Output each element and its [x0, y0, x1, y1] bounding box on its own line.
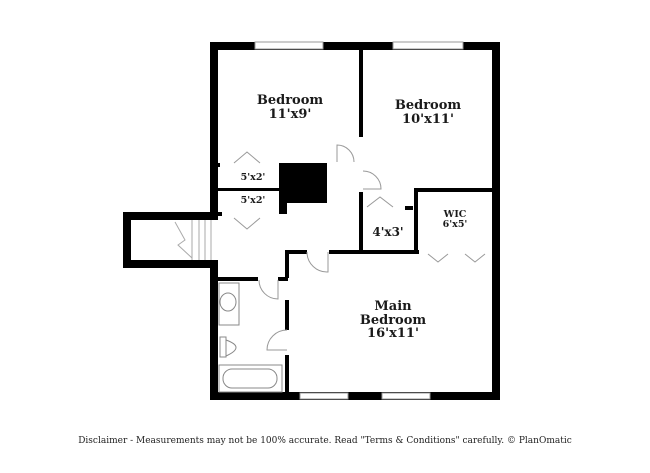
interior-walls — [210, 42, 500, 400]
disclaimer-text: Disclaimer - Measurements may not be 100… — [78, 436, 572, 446]
room-label-main-bedroom: Main Bedroom 16'x11' — [343, 300, 443, 341]
room-dims: 16'x11' — [367, 326, 419, 342]
room-label-closet-3: 4'x3' — [362, 226, 414, 239]
room-name: Bedroom — [394, 98, 462, 113]
room-name: Bedroom — [359, 312, 427, 328]
room-label-wic: WIC 6'x5' — [425, 210, 485, 230]
room-name: WIC — [443, 209, 467, 220]
room-label-bedroom-2: Bedroom 10'x11' — [383, 99, 473, 126]
room-dims: 5'x2' — [240, 172, 266, 183]
room-dims: 5'x2' — [240, 195, 266, 206]
stairs — [174, 220, 212, 260]
room-name: Bedroom — [256, 93, 324, 108]
bathroom-fixtures — [218, 282, 283, 393]
exterior-walls — [123, 42, 500, 400]
room-dims: 10'x11' — [402, 111, 454, 127]
windows — [254, 41, 464, 400]
room-dims: 4'x3' — [372, 225, 404, 239]
room-dims: 6'x5' — [442, 218, 468, 230]
room-name: Main — [374, 299, 412, 314]
room-label-bedroom-1: Bedroom 11'x9' — [245, 94, 335, 121]
room-dims: 11'x9' — [268, 106, 312, 122]
room-label-closet-2: 5'x2' — [228, 196, 278, 206]
room-label-closet-1: 5'x2' — [228, 173, 278, 183]
doors — [233, 144, 486, 351]
